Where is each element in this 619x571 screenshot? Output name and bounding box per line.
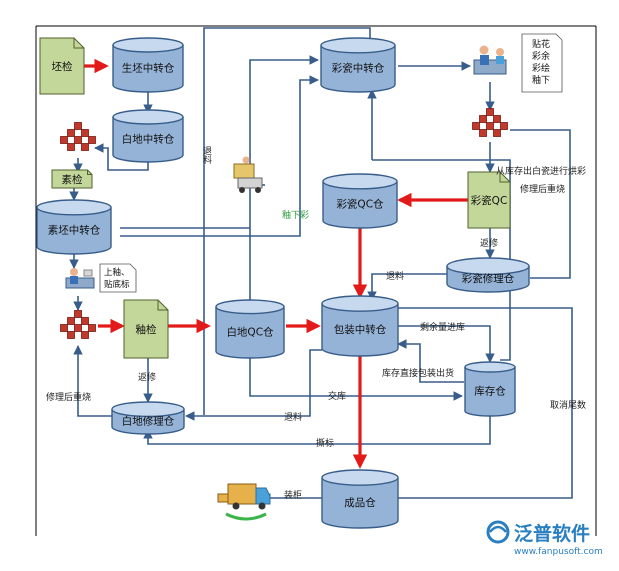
brand-logo-name: 泛普软件 bbox=[514, 522, 590, 545]
doc-sujian: 素检 bbox=[51, 169, 93, 189]
brand-logo: 泛普软件 www.fanpusoft.com bbox=[486, 520, 603, 557]
worker-icon-2 bbox=[473, 45, 507, 75]
cylinder-caiweixiu-label: 彩瓷修理仓 bbox=[462, 272, 515, 285]
cylinder-baidiqc-label: 白地QC仓 bbox=[226, 325, 274, 338]
conn-caiweixiu-repair bbox=[510, 129, 571, 279]
doc-sujian-label: 素检 bbox=[62, 173, 83, 186]
cylinder-kucun-label: 库存仓 bbox=[474, 385, 506, 398]
truck-icon bbox=[217, 483, 271, 521]
cube-stack-2-icon bbox=[60, 310, 96, 339]
conn-kucun-baidiweixiu bbox=[143, 416, 491, 445]
note-tiehua-line2: 彩余 bbox=[532, 50, 550, 62]
cylinder-shengpi: 生坯中转仓 bbox=[112, 37, 184, 93]
conn-baidiqc-kucun bbox=[249, 358, 463, 401]
label-zhuanggui: 装柜 bbox=[284, 489, 302, 501]
conn-baozhuang-kucun bbox=[398, 325, 495, 363]
label-xiulihoushao-r: 修理后重烧 bbox=[520, 183, 565, 195]
doc-pijian: 坯检 bbox=[39, 37, 85, 95]
cylinder-chengpin-label: 成品仓 bbox=[344, 496, 376, 509]
worker-icon-1 bbox=[65, 268, 95, 289]
doc-caiciqc: 彩瓷QC bbox=[467, 171, 511, 229]
cylinder-chengpin: 成品仓 bbox=[321, 469, 399, 529]
cylinder-caiciqc-label: 彩瓷QC仓 bbox=[336, 198, 384, 211]
note-tiehua: 贴花 彩余 彩绘 釉下 bbox=[521, 33, 563, 93]
note-tiehua-line3: 彩绘 bbox=[532, 62, 550, 74]
conn-baidiweixiu-cube2 bbox=[73, 345, 112, 417]
flow-labels: 退料 釉下彩 从库存出白瓷进行烘彩 修理后重烧 返修 退料 剩余量进库 库存直接… bbox=[46, 146, 586, 501]
label-kucunzhijie: 库存直接包装出货 bbox=[382, 367, 454, 379]
conn-to-caici bbox=[249, 55, 319, 300]
label-conglibai: 从库存出白瓷进行烘彩 bbox=[496, 165, 586, 177]
conn-tuiliao-low bbox=[185, 349, 322, 421]
doc-youjian: 釉检 bbox=[123, 299, 169, 359]
forklift-icon bbox=[233, 156, 263, 193]
cylinder-kucun: 库存仓 bbox=[464, 361, 516, 417]
cube-stack-3-icon bbox=[472, 108, 508, 137]
red-arrows bbox=[84, 58, 468, 469]
label-fanxiu-r: 返修 bbox=[480, 237, 498, 249]
cylinder-supi: 素坯中转仓 bbox=[36, 199, 112, 255]
label-xiulihoushao-l: 修理后重烧 bbox=[46, 391, 91, 403]
brand-logo-url: www.fanpusoft.com bbox=[514, 547, 603, 557]
cylinder-baidiqc: 白地QC仓 bbox=[215, 299, 285, 359]
brand-logo-icon bbox=[486, 520, 510, 544]
cylinder-caici: 彩瓷中转仓 bbox=[320, 37, 396, 93]
blue-connectors bbox=[69, 27, 573, 503]
label-fanxiu-l: 返修 bbox=[138, 371, 156, 383]
conn-baidi-cube1 bbox=[94, 143, 149, 171]
doc-pijian-label: 坯检 bbox=[52, 60, 73, 73]
cylinder-baidiweixiu: 白地修理仓 bbox=[111, 401, 185, 435]
note-shangyou: 上釉、 贴底标 bbox=[99, 263, 137, 293]
label-tuiliao-mid: 退料 bbox=[386, 270, 404, 282]
doc-youjian-label: 釉检 bbox=[136, 323, 157, 336]
label-tuiliao-top: 退料 bbox=[201, 146, 212, 165]
cylinder-baidi: 白地中转仓 bbox=[112, 109, 184, 163]
doc-caiciqc-label: 彩瓷QC bbox=[471, 194, 508, 207]
cylinder-shengpi-label: 生坯中转仓 bbox=[122, 62, 175, 75]
label-shengyuliang: 剩余量进库 bbox=[420, 321, 465, 333]
label-quxiaoweishu: 取消尾数 bbox=[550, 399, 586, 411]
cylinder-caiciqc: 彩瓷QC仓 bbox=[322, 173, 398, 229]
conn-youxiacai bbox=[120, 75, 319, 237]
note-shangyou-line1: 上釉、 bbox=[104, 267, 130, 278]
label-jiaoku: 交库 bbox=[328, 390, 346, 402]
frame-marks bbox=[35, 25, 597, 536]
conn-tuiliao-top bbox=[203, 27, 371, 415]
cylinder-baozhuang-label: 包装中转仓 bbox=[334, 323, 387, 336]
note-tiehua-line4: 釉下 bbox=[532, 74, 550, 86]
label-tuiliao-low: 退料 bbox=[284, 411, 302, 423]
cylinder-caici-label: 彩瓷中转仓 bbox=[332, 62, 385, 75]
cylinder-baozhuang: 包装中转仓 bbox=[321, 295, 399, 357]
note-shangyou-line2: 贴底标 bbox=[104, 279, 130, 290]
label-tuibiao: 撕标 bbox=[316, 437, 334, 449]
conn-quxiao bbox=[398, 307, 573, 499]
note-tiehua-line1: 贴花 bbox=[532, 38, 550, 50]
label-youxiacai: 釉下彩 bbox=[282, 209, 309, 221]
cylinder-caiweixiu: 彩瓷修理仓 bbox=[446, 257, 530, 293]
cylinder-baidiweixiu-label: 白地修理仓 bbox=[122, 415, 175, 428]
cylinder-baidi-label: 白地中转仓 bbox=[122, 133, 175, 146]
conn-caiweixiu-baozhuang bbox=[367, 273, 447, 301]
conn-kucun-baozhuang bbox=[397, 339, 464, 383]
cube-stack-1-icon bbox=[60, 122, 96, 151]
cylinder-supi-label: 素坯中转仓 bbox=[48, 224, 101, 237]
